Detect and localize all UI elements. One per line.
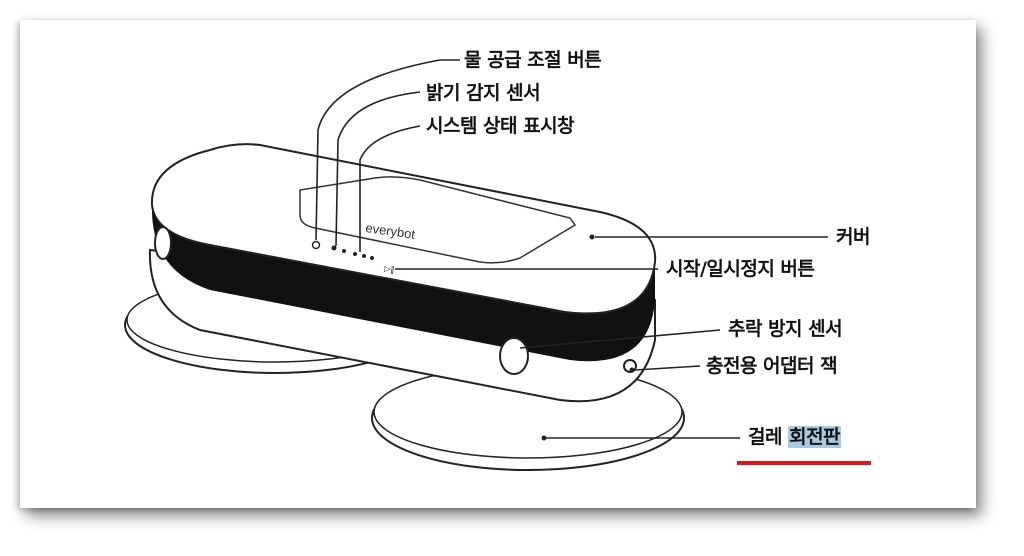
label-status-window: 시스템 상태 표시창	[426, 115, 575, 137]
label-start-pause: 시작/일시정지 버튼	[666, 258, 815, 280]
label-mop-highlight: 회전판	[788, 426, 842, 448]
label-water-button: 물 공급 조절 버튼	[464, 49, 602, 71]
brand-logo: everybot	[365, 220, 417, 242]
label-mop-pad: 걸레 회전판	[748, 426, 842, 448]
label-mop-prefix: 걸레	[748, 426, 782, 448]
cliff-sensor-window	[499, 337, 529, 375]
label-cover: 커버	[836, 226, 870, 248]
robot-top-shell	[150, 143, 657, 315]
label-cliff-sensor: 추락 방지 센서	[728, 318, 843, 340]
control-strip	[311, 240, 374, 260]
red-underline	[737, 461, 871, 465]
leader-lines	[315, 59, 828, 439]
label-light-sensor: 밝기 감지 센서	[426, 82, 541, 104]
label-charger-jack: 충전용 어댑터 잭	[706, 355, 838, 377]
cover-panel	[299, 176, 577, 264]
side-sensor-left	[154, 226, 172, 260]
start-pause-glyph: ▷‖	[384, 264, 395, 274]
robot-band	[151, 205, 655, 362]
